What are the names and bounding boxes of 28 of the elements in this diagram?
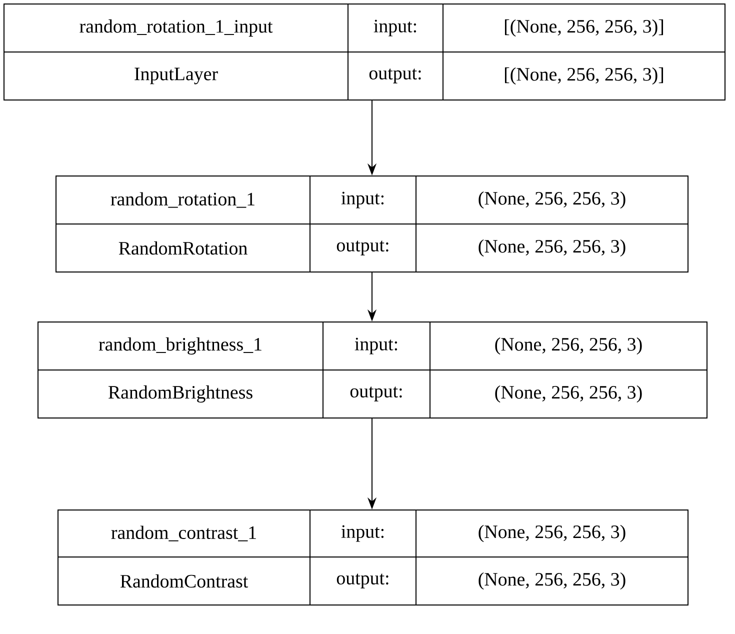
shape-value: (None, 256, 256, 3) [478,572,626,590]
layer-table [58,510,688,606]
layer-type: RandomRotation [118,241,248,255]
shape-value: (None, 256, 256, 3) [495,385,642,403]
shape-value: (None, 256, 256, 3) [478,239,626,257]
port-label: input: [374,20,416,36]
port-label: input: [341,525,384,542]
port-label: output: [350,386,402,402]
shape-value: (None, 256, 256, 3) [495,337,642,355]
shape-value: (None, 256, 256, 3) [478,524,626,542]
layer-type: InputLayer [134,68,218,84]
layer-table [56,176,688,272]
layer-name: random_contrast_1 [111,526,256,542]
port-label: output: [369,68,421,84]
layer-table [4,4,726,100]
layer-type: RandomBrightness [108,385,252,403]
layer-name: random_rotation_1 [110,192,254,208]
layer-type: RandomContrast [120,574,248,588]
layer-table [38,322,708,418]
port-label: input: [341,192,384,208]
layer-name: random_rotation_1_input [80,19,273,37]
port-label: output: [336,574,388,588]
layer-name: random_brightness_1 [98,337,262,355]
port-label: output: [336,240,388,256]
shape-value: [(None, 256, 256, 3)] [504,67,664,85]
port-label: input: [354,338,398,354]
shape-value: [(None, 256, 256, 3)] [504,19,664,37]
shape-value: (None, 256, 256, 3) [478,191,626,209]
